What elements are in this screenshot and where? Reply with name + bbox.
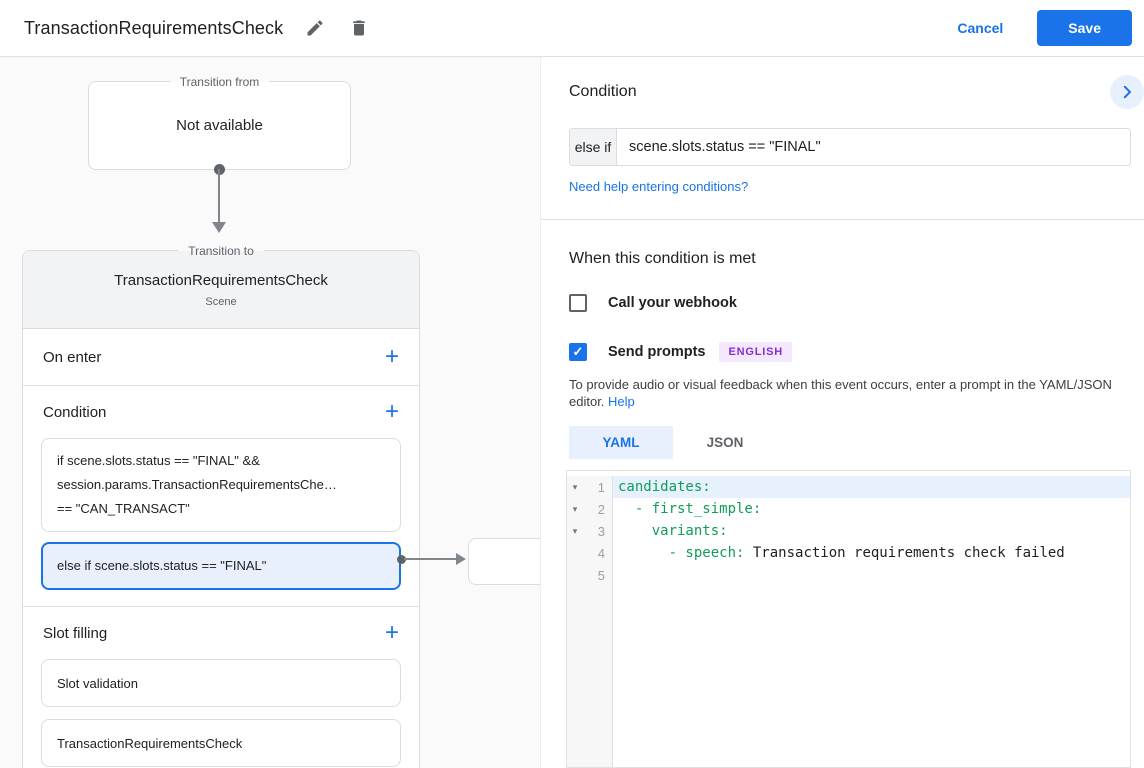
condition-item-line: if scene.slots.status == "FINAL" && xyxy=(57,453,260,468)
trash-icon xyxy=(349,18,369,38)
slot-filling-item[interactable]: Slot validation xyxy=(41,659,401,707)
chevron-right-icon xyxy=(1118,83,1136,101)
condition-item-selected[interactable]: else if scene.slots.status == "FINAL" xyxy=(41,542,401,590)
transition-from-box[interactable]: Transition from Not available xyxy=(88,73,351,170)
add-on-enter-button[interactable]: + xyxy=(384,343,399,370)
fold-toggle-icon[interactable]: ▾ xyxy=(572,525,578,536)
transition-to-legend: Transition to xyxy=(178,242,264,260)
code-line[interactable]: 4 - speech: Transaction requirements che… xyxy=(567,542,1130,564)
fold-toggle-icon[interactable]: ▾ xyxy=(572,481,578,492)
language-badge: ENGLISH xyxy=(719,342,792,362)
condition-item-line: == "CAN_TRANSACT" xyxy=(57,501,190,516)
line-number: 1 xyxy=(597,479,605,495)
slot-filling-heading-row: Slot filling + xyxy=(23,607,419,659)
call-webhook-label: Call your webhook xyxy=(608,295,737,311)
connector-dot xyxy=(397,555,406,564)
arrow-right-icon xyxy=(456,553,466,565)
tab-yaml[interactable]: YAML xyxy=(569,426,673,459)
line-number: 5 xyxy=(597,567,605,583)
send-prompts-row: ✓ Send prompts ENGLISH xyxy=(569,342,1141,362)
arrow-down-icon xyxy=(212,222,226,233)
condition-section: Condition + if scene.slots.status == "FI… xyxy=(23,386,419,607)
send-prompts-checkbox[interactable]: ✓ xyxy=(569,343,587,361)
when-condition-met-section: When this condition is met Call your web… xyxy=(541,220,1144,459)
when-met-heading: When this condition is met xyxy=(569,250,756,267)
pencil-icon xyxy=(305,18,325,38)
add-condition-button[interactable]: + xyxy=(384,398,399,425)
slot-filling-item[interactable]: TransactionRequirementsCheck xyxy=(41,719,401,767)
scene-type: Scene xyxy=(205,295,237,308)
conditions-help-link[interactable]: Need help entering conditions? xyxy=(569,179,749,194)
code-line[interactable]: 5 xyxy=(567,564,1130,586)
flow-canvas: Transition from Not available Transition… xyxy=(0,57,540,768)
code-line[interactable]: ▾1 candidates: xyxy=(567,476,1130,498)
transition-target-box[interactable] xyxy=(468,538,540,585)
else-if-label: else if xyxy=(570,129,617,165)
editor-tabs: YAML JSON xyxy=(569,426,1141,459)
condition-heading-row: Condition + xyxy=(23,386,419,438)
prompt-description-text: To provide audio or visual feedback when… xyxy=(569,377,1112,409)
slot-filling-label: Slot filling xyxy=(43,624,108,642)
delete-scene-button[interactable] xyxy=(347,16,371,40)
code-editor-empty-area[interactable] xyxy=(567,586,1130,767)
condition-item-line: session.params.TransactionRequirementsCh… xyxy=(57,477,337,492)
line-number: 4 xyxy=(597,545,605,561)
connector-line-down xyxy=(218,169,220,223)
send-prompts-label: Send prompts xyxy=(608,344,706,360)
condition-item[interactable]: if scene.slots.status == "FINAL" && sess… xyxy=(41,438,401,532)
add-slot-button[interactable]: + xyxy=(384,619,399,646)
scene-name: TransactionRequirementsCheck xyxy=(114,271,328,289)
check-icon: ✓ xyxy=(572,344,584,359)
edit-scene-button[interactable] xyxy=(303,16,327,40)
tab-json[interactable]: JSON xyxy=(673,426,777,459)
code-editor[interactable]: ▾1 candidates: ▾2 - first_simple: ▾3 var… xyxy=(566,470,1131,768)
connector-line-right xyxy=(404,558,458,560)
on-enter-label: On enter xyxy=(43,348,102,366)
condition-label: Condition xyxy=(43,403,107,421)
webhook-row: Call your webhook xyxy=(569,294,1141,312)
prompt-description: To provide audio or visual feedback when… xyxy=(569,376,1141,410)
scene-card: Transition to TransactionRequirementsChe… xyxy=(22,242,420,768)
cancel-button[interactable]: Cancel xyxy=(957,20,1004,36)
transition-from-value: Not available xyxy=(176,117,263,134)
slot-filling-section: Slot filling + Slot validation Transacti… xyxy=(23,607,419,768)
panel-title: Condition xyxy=(569,83,637,100)
condition-input-row: else if xyxy=(569,128,1131,166)
collapse-panel-button[interactable] xyxy=(1110,75,1144,109)
condition-panel: Condition else if Need help entering con… xyxy=(540,57,1144,768)
prompt-help-link[interactable]: Help xyxy=(608,394,635,409)
condition-expression-input[interactable] xyxy=(617,129,1130,165)
condition-editor-section: Condition else if Need help entering con… xyxy=(541,57,1144,220)
page-header: TransactionRequirementsCheck Cancel Save xyxy=(0,0,1144,57)
scene-card-header[interactable]: TransactionRequirementsCheck Scene xyxy=(23,251,419,329)
fold-toggle-icon[interactable]: ▾ xyxy=(572,503,578,514)
save-button[interactable]: Save xyxy=(1037,10,1132,46)
line-number: 3 xyxy=(597,523,605,539)
code-line[interactable]: ▾3 variants: xyxy=(567,520,1130,542)
on-enter-row: On enter + xyxy=(23,329,419,386)
code-line[interactable]: ▾2 - first_simple: xyxy=(567,498,1130,520)
scene-title: TransactionRequirementsCheck xyxy=(24,17,284,38)
transition-from-legend: Transition from xyxy=(169,73,270,91)
line-number: 2 xyxy=(597,501,605,517)
call-webhook-checkbox[interactable] xyxy=(569,294,587,312)
